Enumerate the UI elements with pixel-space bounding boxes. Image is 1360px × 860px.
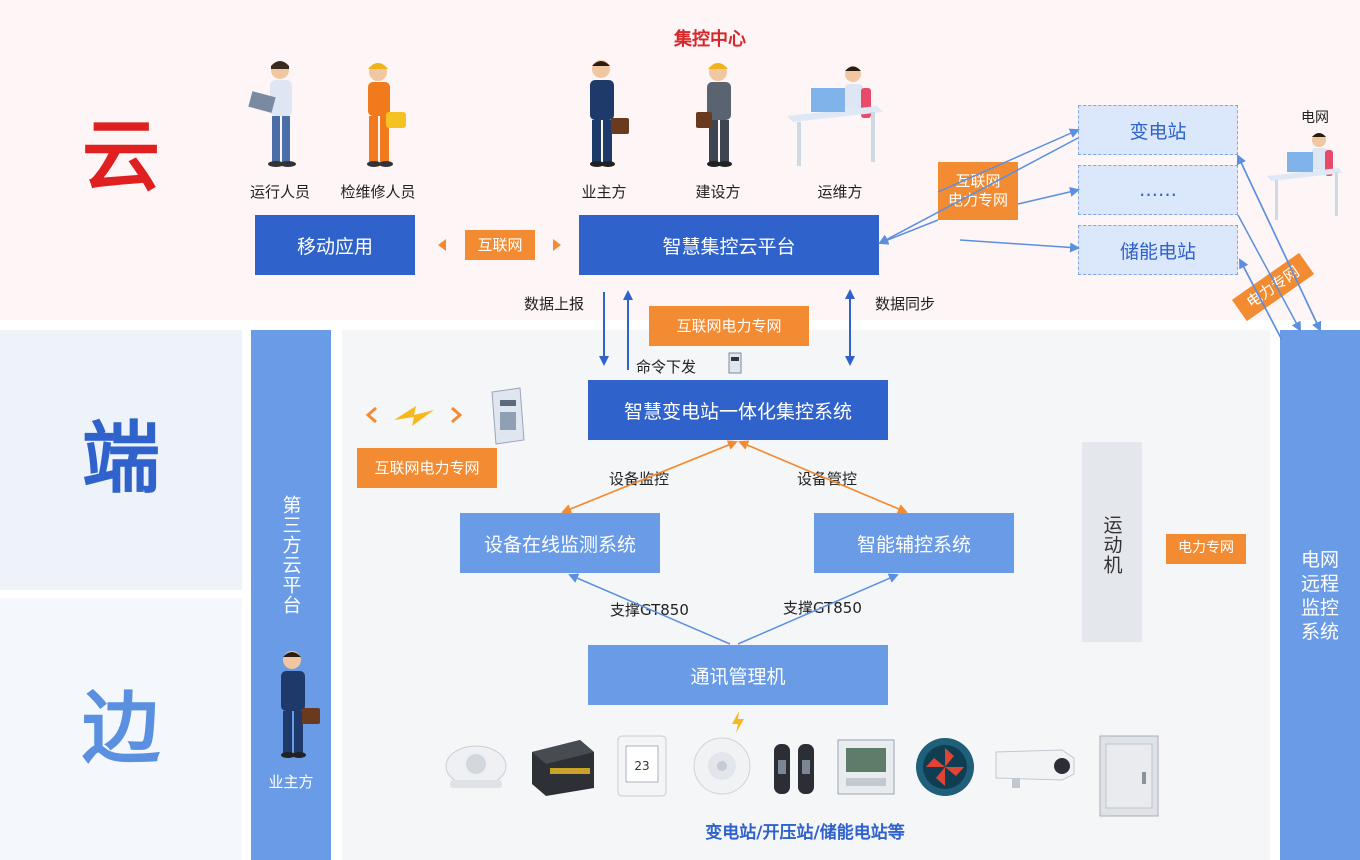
lightning-icon xyxy=(364,398,464,432)
svg-text:23: 23 xyxy=(634,759,649,773)
internet-power-tag-line2: 电力专网 xyxy=(947,191,1008,209)
small-meter-icon xyxy=(728,352,742,374)
third-party-cloud-bar[interactable] xyxy=(251,330,331,860)
worker-toolbox-icon xyxy=(350,58,410,170)
person-label-operator: 运行人员 xyxy=(249,183,310,201)
data-upload-label: 数据上报 xyxy=(524,295,585,313)
edge-band xyxy=(0,330,242,590)
integrated-system-box[interactable]: 智慧变电站一体化集控系统 xyxy=(588,380,888,440)
power-net-small-tag: 电力专网 xyxy=(1166,534,1246,564)
sites-caption: 变电站/开压站/储能电站等 xyxy=(705,823,905,843)
power-meter-icon xyxy=(836,738,896,796)
side-band xyxy=(0,598,242,860)
grid-person-label: 电网 xyxy=(1301,110,1329,126)
center-title: 集控中心 xyxy=(674,29,746,50)
cabinet-icon xyxy=(1098,734,1160,818)
comm-manager-box[interactable]: 通讯管理机 xyxy=(588,645,888,705)
cloud-platform-box[interactable]: 智慧集控云平台 xyxy=(579,215,879,275)
grid-operator-icon xyxy=(1265,128,1345,226)
arrow-right-icon xyxy=(551,238,563,252)
internet-tag: 互联网 xyxy=(465,230,535,260)
third-party-cloud-label: 第三方云平台 xyxy=(251,470,331,640)
data-sync-label: 数据同步 xyxy=(875,295,936,313)
tier-edge-label: 端 xyxy=(82,414,161,504)
person-label-maint-party: 运维方 xyxy=(817,183,863,201)
third-party-cloud-text: 第三方云平台 xyxy=(279,495,302,615)
tier-cloud-label: 云 xyxy=(82,112,161,202)
engineer-helmet-icon xyxy=(690,58,750,170)
telecontrol-label: 运动机 xyxy=(1082,500,1142,590)
mobile-app-box[interactable]: 移动应用 xyxy=(255,215,415,275)
businessman-briefcase-icon xyxy=(575,56,635,170)
infrared-detector-icon xyxy=(692,736,752,796)
smoke-detector-icon xyxy=(444,742,508,796)
arrow-left-icon xyxy=(436,238,448,252)
internet-power-net-mid-tag: 互联网电力专网 xyxy=(649,306,809,346)
station-storage[interactable]: 储能电站 xyxy=(1078,225,1238,275)
bullet-camera-icon xyxy=(992,744,1078,790)
electric-cabinet-icon xyxy=(488,386,528,446)
aux-control-box[interactable]: 智能辅控系统 xyxy=(814,513,1014,573)
person-label-builder: 建设方 xyxy=(695,183,741,201)
telecontrol-text: 运动机 xyxy=(1100,515,1123,575)
internet-power-net-left-tag: 互联网电力专网 xyxy=(357,448,497,488)
axial-fan-icon xyxy=(914,736,976,798)
online-monitor-box[interactable]: 设备在线监测系统 xyxy=(460,513,660,573)
owner-businessman-icon xyxy=(268,648,324,760)
command-issue-label: 命令下发 xyxy=(636,358,697,376)
person-label-maintenance: 检维修人员 xyxy=(340,183,416,201)
beam-detector-icon xyxy=(770,742,820,796)
grid-remote-text: 电网远程监控系统 xyxy=(1300,549,1339,643)
tier-side-label: 边 xyxy=(82,684,161,774)
temp-humidity-sensor-icon: 23 xyxy=(616,734,668,798)
telecontrol-box[interactable] xyxy=(1082,442,1142,642)
grid-remote-bar[interactable] xyxy=(1280,330,1360,860)
operator-desk-icon xyxy=(785,60,885,170)
terminal-module-icon xyxy=(528,736,598,798)
owner-bottom-label: 业主方 xyxy=(268,773,314,791)
grid-remote-label: 电网远程监控系统 xyxy=(1296,546,1344,646)
person-label-owner: 业主方 xyxy=(581,183,627,201)
person-laptop-icon xyxy=(248,58,308,170)
small-lightning-icon xyxy=(730,710,746,734)
